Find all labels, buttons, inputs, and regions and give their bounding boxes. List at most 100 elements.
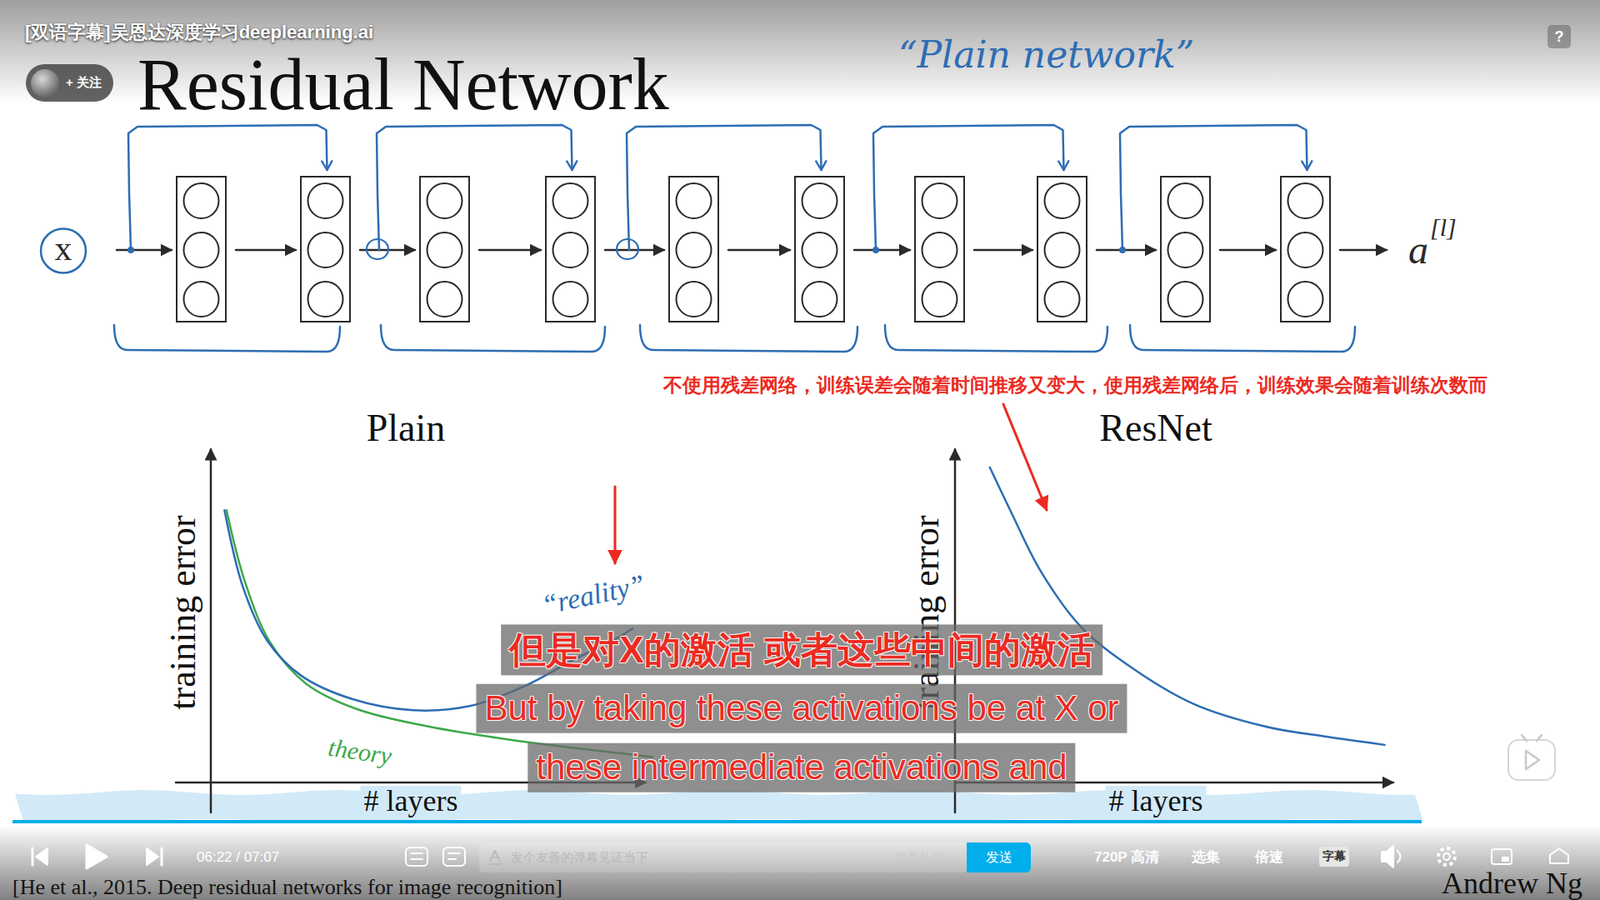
neuron-circle <box>802 232 838 268</box>
time-display: 06:22 / 07:07 <box>196 850 280 865</box>
forward-arrow <box>479 249 541 252</box>
forward-arrow <box>235 249 296 252</box>
shortcut-mark <box>872 246 880 254</box>
font-icon-glyph <box>489 850 501 865</box>
subtitle-line-text: 但是对X的激活 或者这些中间的激活 <box>509 625 1095 674</box>
axis-label-text: training error <box>162 515 204 710</box>
font-icon <box>487 849 503 866</box>
shortcut-mark <box>366 239 389 260</box>
output-symbol: a <box>1408 230 1429 270</box>
block-bracket <box>380 325 605 352</box>
settings-icon <box>1443 853 1450 860</box>
superscript-index-text: [l] <box>1430 213 1457 241</box>
layer-box <box>300 176 350 322</box>
curve-label-text: “reality” <box>539 568 648 620</box>
danmaku-toggle-icon <box>443 847 465 866</box>
quality-button: 720P 高清 <box>1094 850 1160 865</box>
y-axis <box>210 449 213 813</box>
layer-box <box>669 176 719 322</box>
pip-icon <box>1491 849 1512 865</box>
skip-connection <box>1120 125 1308 250</box>
skip-connection <box>128 125 328 250</box>
neuron-circle <box>1045 281 1080 317</box>
neuron-circle <box>1045 232 1080 268</box>
neuron-circle <box>922 232 958 268</box>
neuron-circle <box>184 183 220 219</box>
danmaku-input: 发个友善的弹幕见证当下 弹幕礼仪 > <box>479 842 967 873</box>
chart-title: ResNet <box>1099 409 1212 448</box>
danmaku-input-text: 发个友善的弹幕见证当下 <box>510 850 649 866</box>
handwritten-note-text: “Plain network” <box>898 33 1195 76</box>
axis-label: training error <box>165 515 202 710</box>
forward-arrow <box>854 249 910 252</box>
axis-label: # layers <box>1105 785 1207 816</box>
video-title: [双语字幕]吴恩达深度学习deeplearning.ai <box>25 23 374 42</box>
axis-label: # layers <box>360 785 462 816</box>
danmaku-input-text: 弹幕礼仪 > <box>880 850 955 866</box>
curve-label: “reality” <box>539 570 648 620</box>
volume-icon <box>1397 850 1401 863</box>
neuron-circle <box>676 183 712 219</box>
episodes-button-text: 选集 <box>1191 849 1220 865</box>
pip-icon <box>1501 856 1510 862</box>
neuron-circle <box>553 281 589 317</box>
paper-band <box>15 790 1424 823</box>
layer-box <box>545 176 595 322</box>
forward-arrow <box>728 249 790 252</box>
neuron-circle <box>1045 183 1080 219</box>
subtitle-toggle-text: 字幕 <box>1322 849 1346 865</box>
play-icon <box>86 845 107 869</box>
prev-icon <box>35 848 48 865</box>
miniplayer-icon <box>1521 735 1542 770</box>
video-title-text: [双语字幕]吴恩达深度学习deeplearning.ai <box>25 21 374 43</box>
annotation-arrow <box>1003 404 1047 510</box>
forward-arrow <box>1220 249 1276 252</box>
progress-played <box>12 820 1422 824</box>
subtitle-line: these intermediate activations and <box>527 743 1075 793</box>
neuron-circle <box>184 232 220 268</box>
neuron-circle <box>1288 183 1324 219</box>
speed-button: 倍速 <box>1255 850 1284 865</box>
subtitle-line: 但是对X的激活 或者这些中间的激活 <box>500 624 1103 675</box>
fullscreen-icon <box>1550 848 1569 864</box>
neuron-circle <box>553 183 589 219</box>
subtitle-line-text: But by taking these activations be at X … <box>484 685 1119 732</box>
skip-connection <box>376 125 573 250</box>
neuron-circle <box>1168 281 1204 317</box>
neuron-circle <box>1168 183 1204 219</box>
layer-box <box>1160 176 1210 322</box>
time-display-text: 06:22 / 07:07 <box>196 849 280 865</box>
neuron-circle <box>802 183 838 219</box>
citation-caption-text: [He et al., 2015. Deep residual networks… <box>12 875 563 900</box>
neuron-circle <box>922 183 958 219</box>
neuron-circle <box>308 183 344 219</box>
slide-title-text: Residual Network <box>137 44 670 125</box>
shortcut-mark <box>127 246 135 254</box>
follow-button-text: + 关注 <box>65 75 102 91</box>
shortcut-mark <box>616 239 639 260</box>
danmaku-toggle-icon <box>448 853 460 860</box>
quality-button-text: 720P 高清 <box>1094 849 1160 865</box>
forward-arrow <box>1340 249 1387 252</box>
axis-label-text: # layers <box>1109 784 1204 818</box>
axis-label: training error <box>908 515 945 710</box>
layer-box <box>176 176 226 322</box>
neuron-circle <box>802 281 838 317</box>
subtitle-line-text: these intermediate activations and <box>535 745 1067 791</box>
input-node: x <box>39 226 88 275</box>
neuron-circle <box>1288 281 1324 317</box>
neuron-circle <box>1288 232 1324 268</box>
help-icon: ? <box>1547 25 1571 49</box>
block-bracket <box>114 325 340 352</box>
follow-button: + 关注 <box>25 64 114 102</box>
citation-caption: [He et al., 2015. Deep residual networks… <box>12 876 563 899</box>
neuron-circle <box>676 281 712 317</box>
subtitle-line: But by taking these activations be at X … <box>475 684 1127 734</box>
help-icon-text: ? <box>1555 28 1565 46</box>
bottom-shade <box>0 825 1600 900</box>
layer-box <box>1037 176 1087 322</box>
forward-arrow <box>116 249 172 252</box>
neuron-circle <box>427 183 463 219</box>
block-bracket <box>1130 325 1355 352</box>
neuron-circle <box>184 281 220 317</box>
